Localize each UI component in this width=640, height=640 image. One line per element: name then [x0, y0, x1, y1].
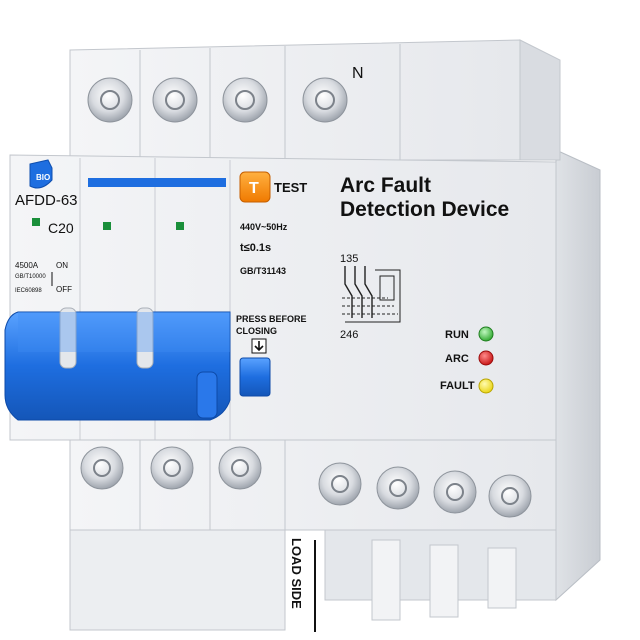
- run-indicator-light: [478, 326, 494, 342]
- trip-time-label: t≤0.1s: [240, 242, 271, 254]
- rating-label: C20: [48, 220, 74, 236]
- accent-blue-bar: [88, 178, 226, 187]
- terminal-bottom-label: 246: [340, 329, 358, 341]
- screw-bottom-6: [433, 470, 477, 514]
- screw-top-3: [222, 77, 268, 123]
- off-label: OFF: [56, 285, 72, 294]
- standard-label: GB/T31143: [240, 266, 286, 276]
- voltage-label: 440V~50Hz: [240, 222, 288, 232]
- breaker-toggle-handle[interactable]: [4, 307, 231, 421]
- test-button[interactable]: T: [239, 171, 271, 203]
- arc-indicator-light: [478, 350, 494, 366]
- indicator-window-3: [176, 222, 184, 230]
- fault-label: FAULT: [440, 380, 475, 392]
- svg-text:BIO: BIO: [36, 173, 50, 182]
- top-terminal-block: [69, 39, 561, 161]
- press-label-line1: PRESS BEFORE: [236, 314, 307, 324]
- screw-bottom-5: [376, 466, 420, 510]
- device-side-face: [555, 149, 601, 602]
- neutral-label-top: N: [352, 65, 364, 82]
- run-label: RUN: [445, 329, 469, 341]
- test-button-icon-letter: T: [249, 180, 259, 197]
- breaking-capacity-label: 4500A: [15, 261, 39, 270]
- panel-title-line2: Detection Device: [340, 198, 509, 221]
- fault-indicator-light: [478, 378, 494, 394]
- screw-bottom-2: [150, 446, 194, 490]
- standard1-label: GB/T10000: [15, 274, 46, 280]
- screw-bottom-3: [218, 446, 262, 490]
- test-label: TEST: [274, 180, 307, 195]
- device-base: [69, 529, 557, 632]
- screw-bottom-1: [80, 446, 124, 490]
- terminal-top-label: 135: [340, 253, 358, 265]
- brand-logo: BIO: [29, 159, 53, 189]
- bottom-terminal-block: [69, 439, 557, 531]
- screw-top-4: [302, 77, 348, 123]
- load-side-label: LOAD SIDE: [289, 538, 304, 609]
- down-arrow-icon: [251, 338, 267, 354]
- screw-bottom-4: [318, 462, 362, 506]
- screw-bottom-7: [488, 474, 532, 518]
- circuit-diagram: 135 246: [340, 253, 401, 341]
- indicator-window-2: [103, 222, 111, 230]
- model-label: AFDD-63: [15, 192, 78, 209]
- indicator-window-1: [32, 218, 40, 226]
- screw-top-1: [87, 77, 133, 123]
- screw-top-2: [152, 77, 198, 123]
- on-label: ON: [56, 261, 68, 270]
- panel-title-line1: Arc Fault: [340, 174, 431, 197]
- standard2-label: IEC60898: [15, 288, 42, 294]
- reset-button[interactable]: [239, 357, 271, 397]
- press-label-line2: CLOSING: [236, 326, 277, 336]
- arc-label: ARC: [445, 353, 469, 365]
